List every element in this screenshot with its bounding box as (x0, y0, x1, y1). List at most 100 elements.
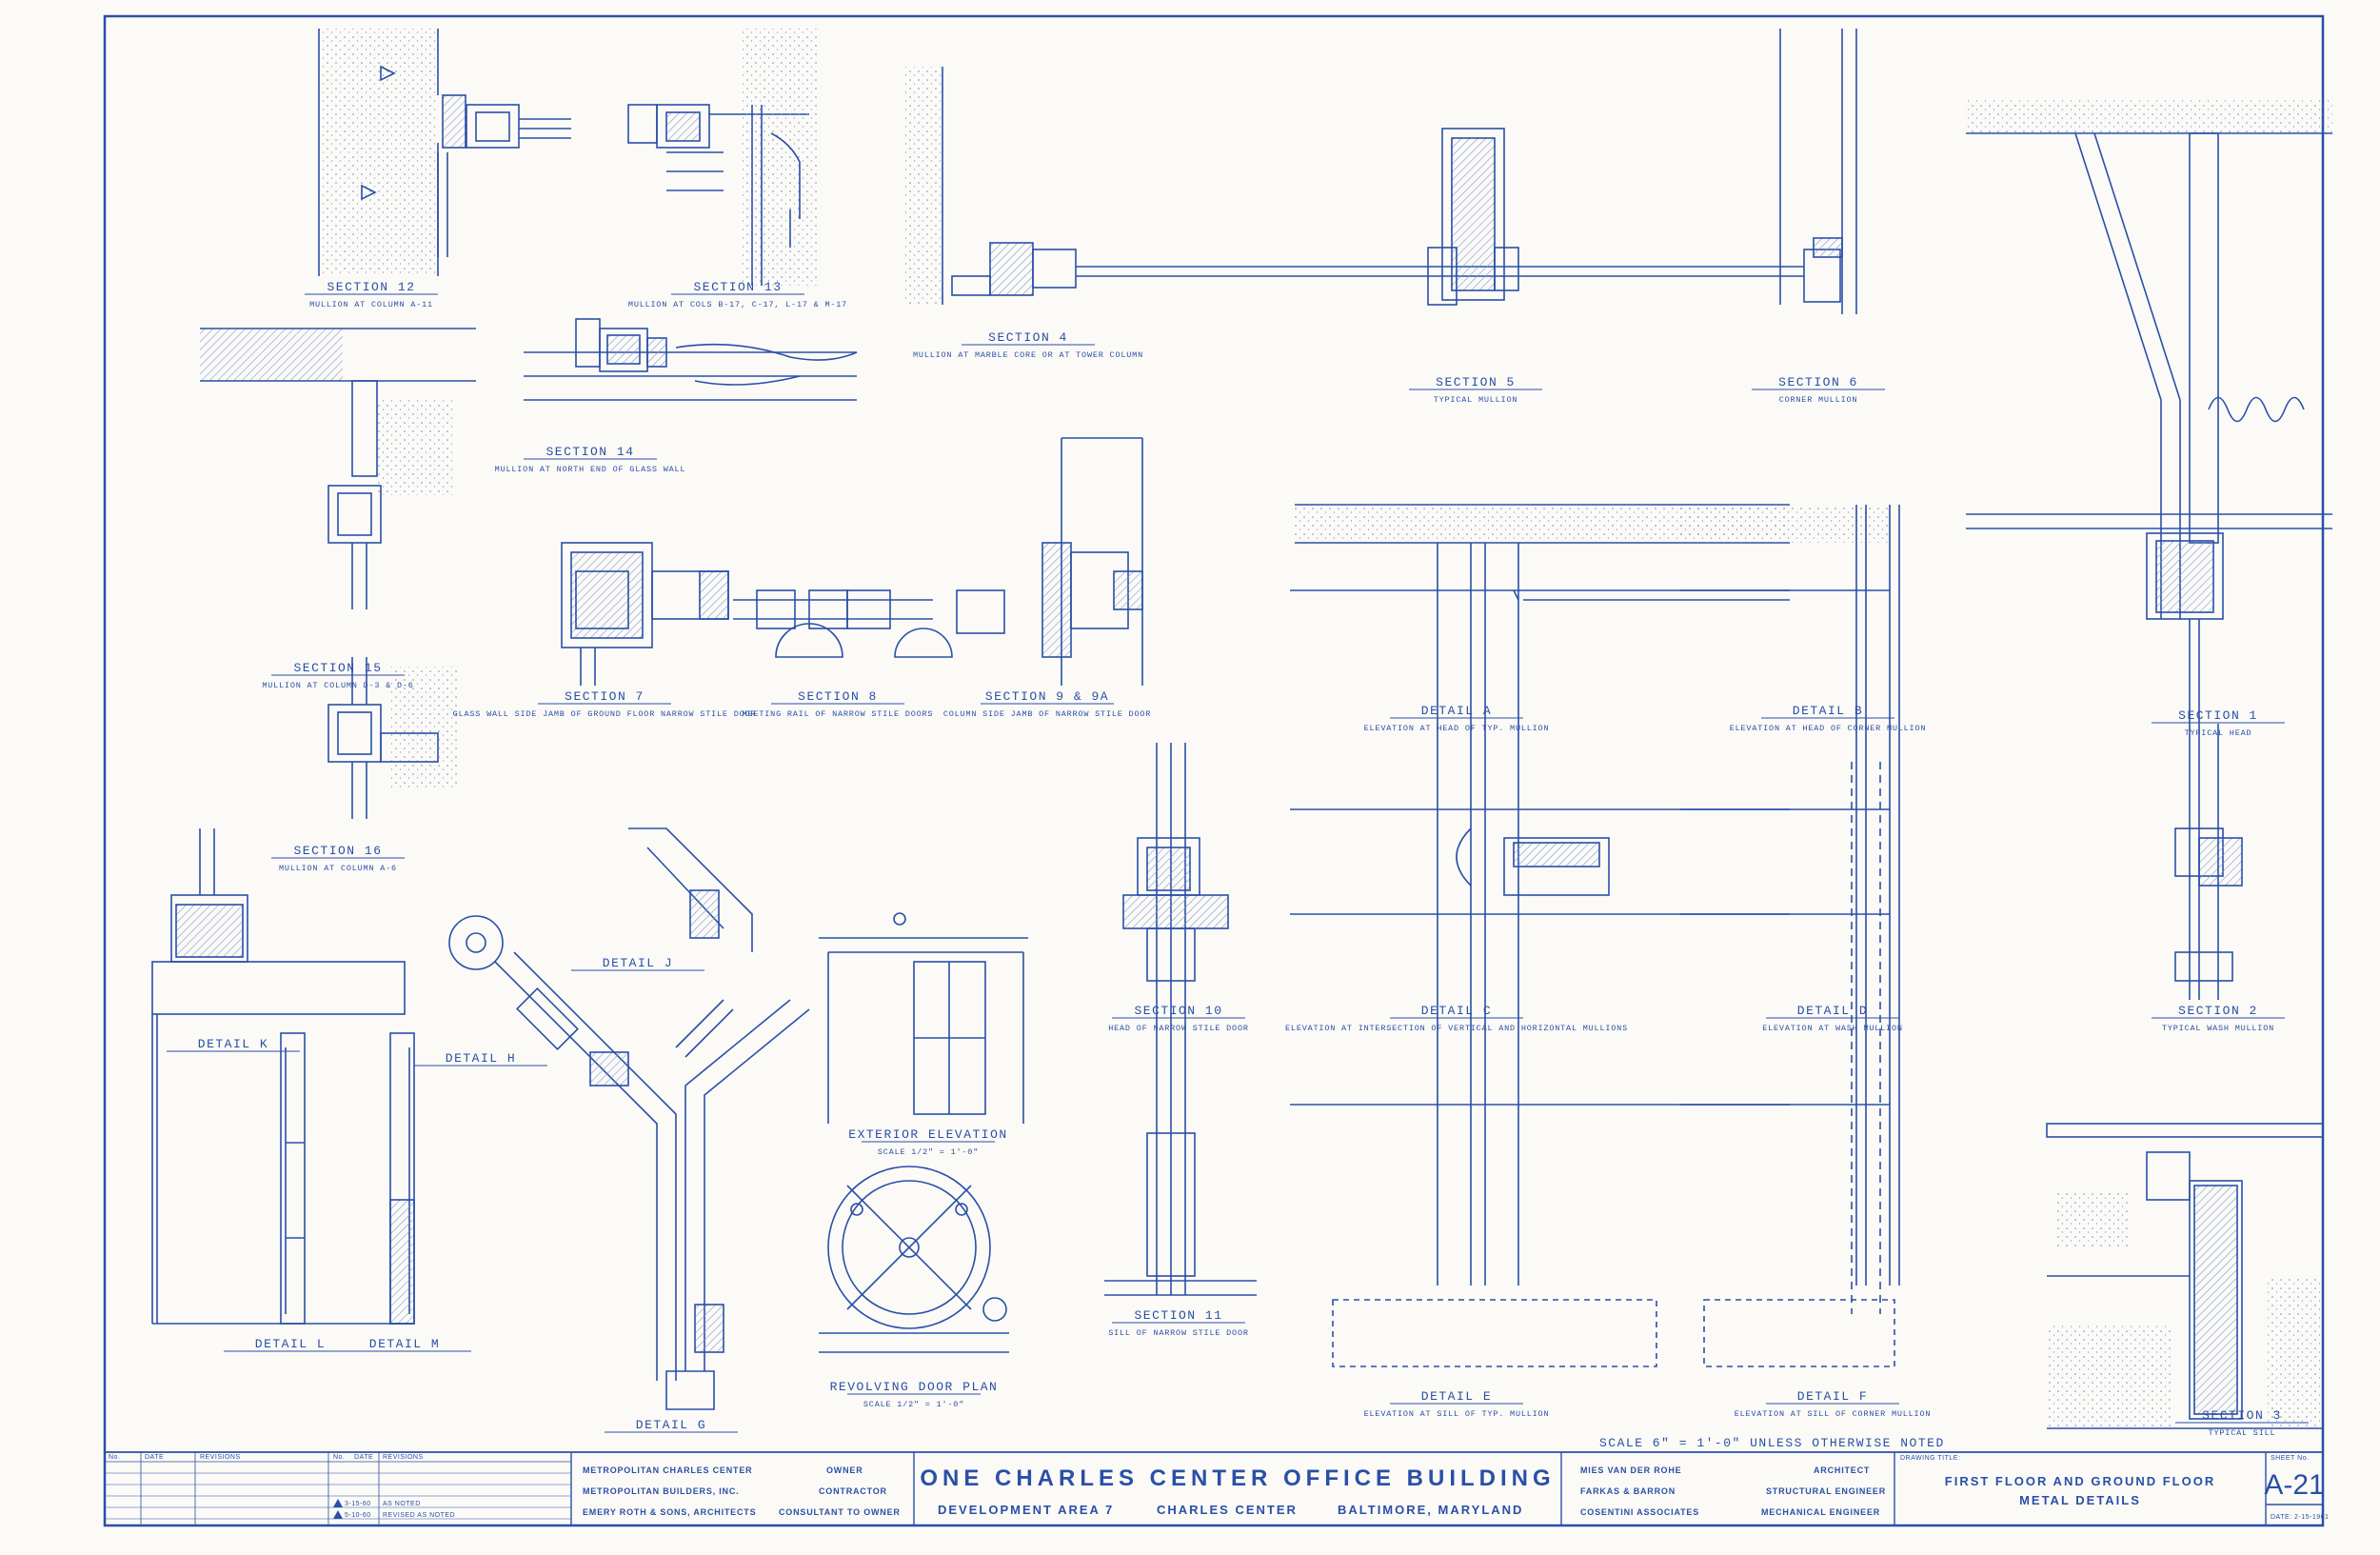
detail-subtitle-extElev: SCALE 1/2" = 1'-0" (878, 1147, 979, 1157)
detail-title-section1: SECTION 1 (2178, 708, 2258, 723)
detail-subtitle-section6: CORNER MULLION (1779, 395, 1858, 405)
project-block: ONE CHARLES CENTER OFFICE BUILDING DEVEL… (920, 1465, 1555, 1517)
revision-col-date-2: DATE (354, 1454, 373, 1461)
detail-subtitle-section16: MULLION AT COLUMN A-6 (279, 864, 397, 873)
consultant-2-name: FARKAS & BARRON (1580, 1486, 1676, 1496)
detail-subtitle-detailD: ELEVATION AT WASH MULLION (1762, 1024, 1903, 1033)
sheet-number: A-21 (2264, 1469, 2324, 1501)
detail-subtitle-detailA: ELEVATION AT HEAD OF TYP. MULLION (1364, 724, 1550, 733)
detail-subtitle-section3: TYPICAL SILL (2209, 1428, 2276, 1438)
party-2-name: METROPOLITAN BUILDERS, INC. (583, 1486, 739, 1496)
detail-g-drawing (665, 999, 810, 1410)
revision-table: No. DATE REVISIONS No. DATE REVISIONS 3-… (109, 1454, 455, 1519)
section-8-drawing (733, 589, 953, 658)
revision-row-2-date: 5-10-60 (345, 1512, 371, 1519)
detail-title-section14: SECTION 14 (545, 445, 634, 459)
project-city: BALTIMORE, MARYLAND (1338, 1503, 1523, 1517)
drawing-title-line-2: METAL DETAILS (2019, 1493, 2141, 1507)
detail-title-detailG: DETAIL G (636, 1418, 706, 1432)
detail-subtitle-section10: HEAD OF NARROW STILE DOOR (1108, 1024, 1249, 1033)
section-15-drawing (200, 328, 476, 609)
detail-title-section16: SECTION 16 (293, 844, 382, 858)
detail-title-section4: SECTION 4 (988, 330, 1068, 345)
detail-subtitle-section8: MEETING RAIL OF NARROW STILE DOORS (743, 709, 934, 719)
detail-title-section12: SECTION 12 (327, 280, 415, 294)
section-13-drawing (627, 29, 819, 286)
consultant-3-role: MECHANICAL ENGINEER (1761, 1507, 1880, 1517)
detail-title-section13: SECTION 13 (693, 280, 782, 294)
revision-col-no-2: No. (333, 1454, 345, 1461)
detail-title-revDoor: REVOLVING DOOR PLAN (830, 1380, 999, 1394)
sheet-number-label: SHEET No. (2271, 1455, 2310, 1462)
section-4-drawing (904, 67, 1285, 305)
detail-subtitle-section4: MULLION AT MARBLE CORE OR AT TOWER COLUM… (913, 350, 1143, 360)
detail-subtitle-section12: MULLION AT COLUMN A-11 (309, 300, 433, 309)
title-block-frame (105, 1451, 2323, 1525)
detail-subtitle-section2: TYPICAL WASH MULLION (2162, 1024, 2274, 1033)
detail-title-detailE: DETAIL E (1421, 1389, 1492, 1404)
drawing-date: DATE: 2-15-1961 (2271, 1514, 2329, 1521)
revision-col-no: No. (109, 1454, 120, 1461)
exterior-elevation-drawing (819, 912, 1028, 1124)
detail-title-extElev: EXTERIOR ELEVATION (848, 1127, 1007, 1142)
detail-title-detailJ: DETAIL J (603, 956, 673, 970)
section-5-drawing (1285, 128, 1780, 306)
detail-subtitle-detailE: ELEVATION AT SILL OF TYP. MULLION (1364, 1409, 1550, 1419)
revolving-door-plan-drawing (819, 1166, 1009, 1353)
revision-row-2-text: REVISED AS NOTED (383, 1512, 455, 1519)
project-area: DEVELOPMENT AREA 7 (938, 1503, 1114, 1517)
revision-col-rev-2: REVISIONS (383, 1454, 424, 1461)
revision-row-1-text: AS NOTED (383, 1501, 421, 1507)
detail-bdf-drawing (1680, 505, 1900, 1367)
detail-title-section7: SECTION 7 (565, 689, 645, 704)
section-9-drawing (956, 437, 1143, 686)
section-3-drawing (2046, 1123, 2324, 1429)
detail-subtitle-detailC: ELEVATION AT INTERSECTION OF VERTICAL AN… (1285, 1024, 1628, 1033)
detail-title-detailF: DETAIL F (1797, 1389, 1868, 1404)
consultants-block: MIES VAN DER ROHE ARCHITECT FARKAS & BAR… (1580, 1465, 1886, 1517)
detail-j-drawing (628, 827, 753, 952)
consultant-1-name: MIES VAN DER ROHE (1580, 1465, 1681, 1475)
party-2-role: CONTRACTOR (819, 1486, 887, 1496)
detail-subtitle-section5: TYPICAL MULLION (1434, 395, 1518, 405)
detail-subtitle-revDoor: SCALE 1/2" = 1'-0" (863, 1400, 964, 1409)
detail-title-section11: SECTION 11 (1134, 1308, 1222, 1323)
section-14-drawing (524, 318, 858, 401)
drawing-title-block: DRAWING TITLE: FIRST FLOOR AND GROUND FL… (1900, 1455, 2329, 1521)
party-1-role: OWNER (826, 1465, 863, 1475)
revision-delta-icon (333, 1499, 343, 1519)
detail-title-section9: SECTION 9 & 9A (985, 689, 1109, 704)
detail-title-section3: SECTION 3 (2202, 1408, 2282, 1423)
detail-subtitle-section11: SILL OF NARROW STILE DOOR (1108, 1328, 1249, 1338)
detail-subtitle-section14: MULLION AT NORTH END OF GLASS WALL (495, 465, 686, 474)
detail-title-section10: SECTION 10 (1134, 1004, 1222, 1018)
detail-ace-drawing (1290, 504, 1790, 1367)
detail-k-drawing (151, 828, 409, 1325)
scale-note: SCALE 6" = 1'-0" UNLESS OTHERWISE NOTED (1599, 1436, 1945, 1450)
section-16-drawing (327, 657, 457, 819)
detail-subtitle-section1: TYPICAL HEAD (2185, 728, 2252, 738)
party-3-name: EMERY ROTH & SONS, ARCHITECTS (583, 1507, 756, 1517)
revision-col-date: DATE (145, 1454, 164, 1461)
project-title: ONE CHARLES CENTER OFFICE BUILDING (920, 1465, 1555, 1491)
section-7-drawing (561, 542, 729, 686)
detail-title-detailM: DETAIL M (369, 1337, 440, 1351)
drawing-linework (151, 29, 2332, 1429)
detail-title-section2: SECTION 2 (2178, 1004, 2258, 1018)
detail-title-section15: SECTION 15 (293, 661, 382, 675)
detail-subtitle-section7: GLASS WALL SIDE JAMB OF GROUND FLOOR NAR… (453, 709, 757, 719)
detail-subtitle-section9: COLUMN SIDE JAMB OF NARROW STILE DOOR (943, 709, 1151, 719)
section-10-11-drawing (1104, 743, 1257, 1296)
detail-title-detailH: DETAIL H (446, 1051, 516, 1066)
detail-title-detailB: DETAIL B (1793, 704, 1863, 718)
section-6-drawing (1779, 29, 1857, 314)
detail-title-detailD: DETAIL D (1797, 1004, 1868, 1018)
detail-title-section8: SECTION 8 (798, 689, 878, 704)
consultant-2-role: STRUCTURAL ENGINEER (1766, 1486, 1886, 1496)
detail-title-detailL: DETAIL L (255, 1337, 326, 1351)
section-12-drawing (318, 29, 571, 276)
detail-subtitle-section13: MULLION AT COLS B-17, C-17, L-17 & M-17 (628, 300, 847, 309)
revision-row-1-date: 3-15-60 (345, 1501, 371, 1507)
